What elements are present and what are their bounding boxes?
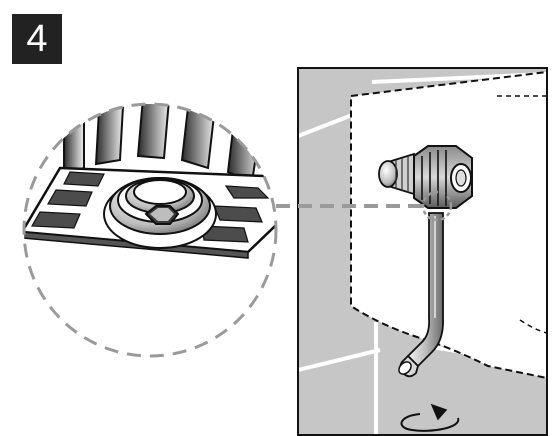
toilet-body-outline [350,70,547,380]
magnifier-circle [22,102,278,358]
bathroom-scene-panel [298,68,547,435]
magnified-bolt-detail [22,102,278,358]
allen-key-icon [398,212,444,378]
scene-panel-frame [297,67,548,436]
step-number-badge: 4 [12,14,62,64]
bolt-nut-assembly-icon [378,145,473,209]
counterclockwise-rotation-arrow-icon [400,403,460,432]
detail-focus-circle [421,190,453,222]
step-number: 4 [26,18,48,60]
